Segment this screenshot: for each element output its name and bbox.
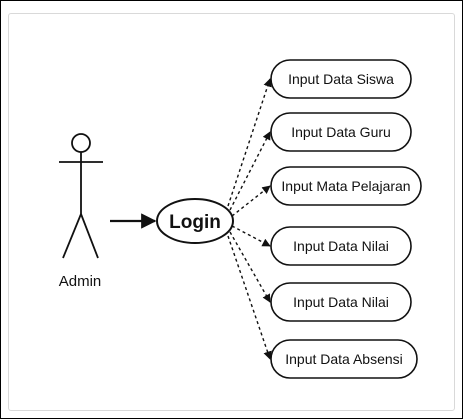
actor-label: Admin	[59, 273, 102, 290]
actor-admin	[59, 133, 103, 259]
actor-left-leg	[62, 213, 82, 259]
include-arrow-4	[231, 225, 271, 247]
use-case-3: Input Mata Pelajaran	[270, 166, 422, 206]
include-arrow-3	[231, 185, 271, 217]
use-case-4: Input Data Nilai	[270, 226, 412, 266]
use-case-2: Input Data Guru	[270, 112, 412, 152]
include-arrow-1	[227, 78, 272, 207]
use-case-label: Input Data Absensi	[285, 351, 403, 367]
use-case-5: Input Data Nilai	[270, 282, 412, 322]
include-arrow-5	[229, 231, 271, 303]
use-case-6: Input Data Absensi	[270, 339, 418, 379]
use-case-label: Input Mata Pelajaran	[281, 178, 410, 194]
login-use-case: Login	[156, 198, 234, 244]
include-arrows	[227, 78, 272, 360]
use-case-label: Input Data Nilai	[293, 294, 389, 310]
diagram-panel	[8, 13, 455, 411]
use-case-label: Input Data Siswa	[288, 71, 394, 87]
actor-right-leg	[80, 213, 99, 259]
login-label: Login	[169, 212, 221, 233]
include-arrow-2	[229, 131, 271, 211]
actor-head	[71, 133, 91, 153]
use-case-label: Input Data Guru	[291, 124, 391, 140]
use-case-1: Input Data Siswa	[270, 59, 412, 99]
include-arrow-6	[227, 235, 272, 360]
use-case-label: Input Data Nilai	[293, 238, 389, 254]
